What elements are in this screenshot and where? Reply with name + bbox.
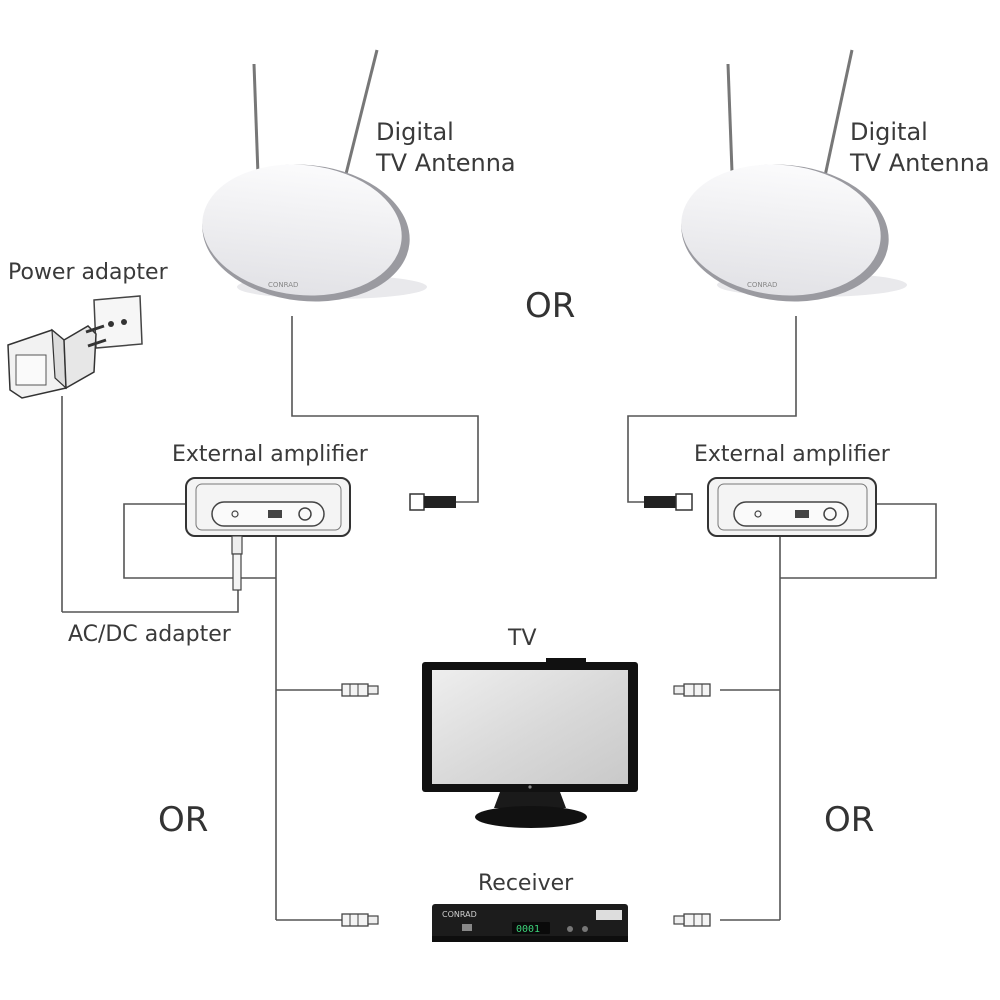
coax-connector-tv-right xyxy=(673,683,711,697)
coax-connector-receiver-right xyxy=(673,913,711,927)
coax-connector-left-antenna xyxy=(409,493,456,511)
connection-lines xyxy=(62,316,937,921)
coax-connector-tv-left xyxy=(341,683,379,697)
antenna-left-label-line2: TV Antenna xyxy=(376,149,516,177)
receiver-brand-mark: CONRAD xyxy=(442,910,477,919)
amplifier-left-label: External amplifier xyxy=(172,442,368,467)
receiver-label: Receiver xyxy=(478,871,574,896)
power-adapter xyxy=(7,295,143,612)
antenna-right: CONRAD xyxy=(681,49,907,302)
coax-connector-right-antenna xyxy=(644,493,693,511)
antenna-left-label-line1: Digital xyxy=(376,118,454,146)
receiver: CONRAD 0001 xyxy=(432,904,628,942)
antenna-right-label-line2: TV Antenna xyxy=(850,149,990,177)
amplifier-left xyxy=(185,477,351,591)
antenna-left: CONRAD xyxy=(202,49,427,302)
or-label-top: OR xyxy=(525,286,576,326)
or-label-left: OR xyxy=(158,800,209,840)
tv xyxy=(422,658,638,828)
antenna-brand-mark: CONRAD xyxy=(747,281,777,289)
amplifier-right-label: External amplifier xyxy=(694,442,890,467)
antenna-right-label-line1: Digital xyxy=(850,118,928,146)
amplifier-right xyxy=(707,477,877,537)
coax-connector-receiver-left xyxy=(341,913,379,927)
or-label-right: OR xyxy=(824,800,875,840)
acdc-adapter-label: AC/DC adapter xyxy=(68,622,231,647)
antenna-brand-mark: CONRAD xyxy=(268,281,298,289)
receiver-display: 0001 xyxy=(516,924,540,935)
power-adapter-label: Power adapter xyxy=(8,260,168,285)
tv-label: TV xyxy=(508,626,537,651)
